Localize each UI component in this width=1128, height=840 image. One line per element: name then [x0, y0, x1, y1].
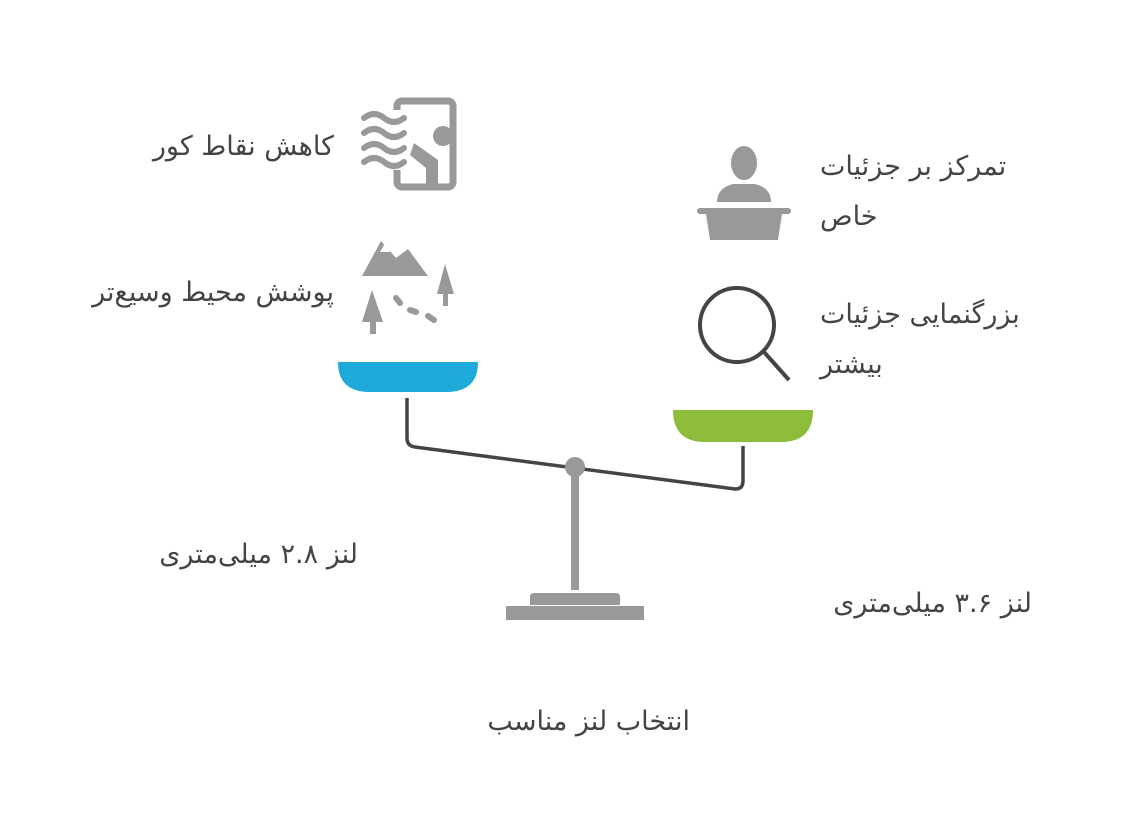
benefit-wider-coverage: پوشش محیط وسیع‌تر — [92, 277, 334, 308]
lens-3-6mm-label: لنز ۳.۶ میلی‌متری — [833, 588, 1032, 619]
benefit-focus-details-line2: خاص — [820, 201, 878, 232]
landscape-icon — [362, 241, 454, 334]
lens-2-8mm-label: لنز ۲.۸ میلی‌متری — [159, 539, 358, 570]
blind-spot-icon — [361, 97, 457, 191]
benefit-reduce-blind-spots: کاهش نقاط کور — [152, 131, 334, 162]
diagram-title: انتخاب لنز مناسب — [487, 706, 690, 737]
benefit-focus-details-line1: تمرکز بر جزئیات — [820, 151, 1007, 182]
presenter-icon — [697, 146, 791, 240]
benefit-zoom-line2: بیشتر — [820, 349, 883, 380]
left-pan — [338, 362, 478, 392]
right-pan — [673, 410, 813, 442]
benefit-zoom-line1: بزرگنمایی جزئیات — [820, 299, 1020, 330]
scale — [338, 362, 813, 620]
magnifier-icon — [698, 286, 791, 382]
